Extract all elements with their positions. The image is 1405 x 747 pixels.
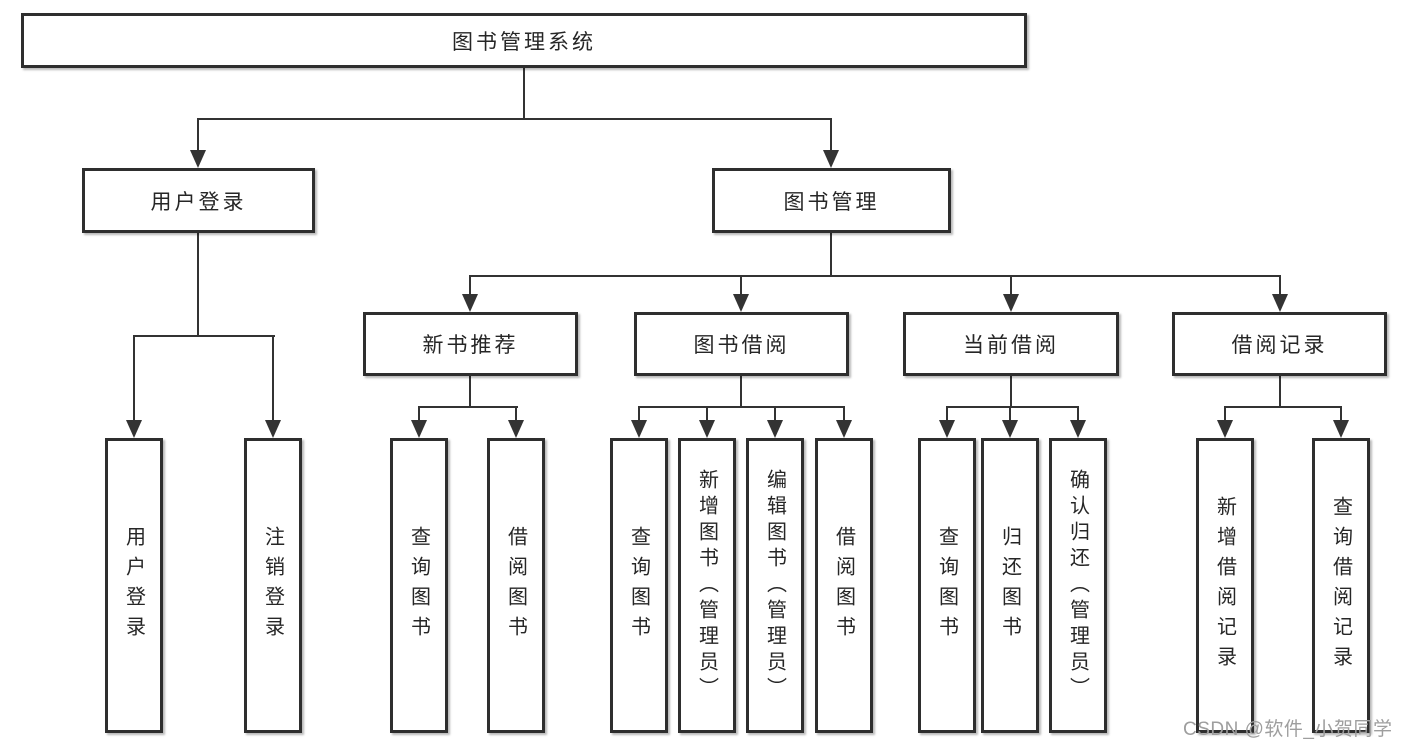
arrowhead-leaf-user-login (126, 420, 142, 438)
connector-drop-query-record (1340, 406, 1342, 424)
connector-drop-book-management (830, 118, 832, 154)
arrowhead-query-borrow (631, 420, 647, 438)
leaf-confirm-return-admin: 确认归还（管理员） (1049, 438, 1107, 733)
node-book-management-label: 图书管理 (783, 190, 880, 214)
leaf-query-books-recommend: 查询图书 (390, 438, 448, 733)
connector-root-stem (523, 68, 525, 120)
leaf-edit-book-admin: 编辑图书（管理员） (746, 438, 804, 733)
connector-current-rail (946, 406, 1079, 408)
connector-drop-add-book (706, 406, 708, 424)
arrowhead-records (1272, 294, 1288, 312)
connector-drop-borrow (740, 275, 742, 298)
connector-mgmt-rail (469, 275, 1281, 277)
node-library-system-label: 图书管理系统 (452, 30, 596, 54)
connector-drop-recommend (469, 275, 471, 298)
leaf-query-books-current: 查询图书 (918, 438, 976, 733)
node-current-borrow-label: 当前借阅 (963, 334, 1059, 357)
node-book-borrow-label: 图书借阅 (693, 334, 790, 357)
node-library-system: 图书管理系统 (21, 13, 1027, 68)
leaf-user-login-label: 用户登录 (122, 525, 145, 646)
connector-borrow-stem (740, 376, 742, 408)
arrowhead-book-management (823, 150, 839, 168)
connector-current-stem (1010, 376, 1012, 408)
leaf-query-books-borrow: 查询图书 (610, 438, 668, 733)
connector-login-stem (197, 233, 199, 337)
leaf-logout: 注销登录 (244, 438, 302, 733)
arrowhead-borrow (733, 294, 749, 312)
arrowhead-add-book (699, 420, 715, 438)
connector-drop-add-record (1224, 406, 1226, 424)
node-user-login-label: 用户登录 (150, 190, 247, 214)
node-current-borrow: 当前借阅 (903, 312, 1119, 376)
connector-drop-edit-book (774, 406, 776, 424)
leaf-borrow-books-label: 借阅图书 (832, 525, 855, 646)
leaf-query-borrow-record-label: 查询借阅记录 (1329, 495, 1352, 676)
leaf-query-borrow-record: 查询借阅记录 (1312, 438, 1370, 733)
arrowhead-user-login (190, 150, 206, 168)
arrowhead-borrow-books (836, 420, 852, 438)
node-new-book-recommend-label: 新书推荐 (422, 334, 519, 357)
node-book-management: 图书管理 (712, 168, 951, 233)
connector-mgmt-stem (830, 233, 832, 277)
connector-drop-current (1010, 275, 1012, 298)
arrowhead-leaf-logout (265, 420, 281, 438)
leaf-query-books-current-label: 查询图书 (935, 525, 958, 646)
csdn-watermark: CSDN @软件_小贺同学 (1183, 719, 1393, 740)
connector-drop-borrow-books (843, 406, 845, 424)
connector-records-stem (1279, 376, 1281, 408)
arrowhead-query-record (1333, 420, 1349, 438)
leaf-add-book-admin-label: 新增图书（管理员） (695, 468, 718, 703)
node-borrow-records: 借阅记录 (1172, 312, 1387, 376)
arrowhead-return-book (1002, 420, 1018, 438)
arrowhead-current (1003, 294, 1019, 312)
leaf-add-borrow-record-label: 新增借阅记录 (1213, 495, 1236, 676)
leaf-confirm-return-admin-label: 确认归还（管理员） (1066, 468, 1089, 703)
leaf-edit-book-admin-label: 编辑图书（管理员） (763, 468, 786, 703)
connector-drop-return-book (1009, 406, 1011, 424)
node-new-book-recommend: 新书推荐 (363, 312, 578, 376)
arrowhead-query-current (939, 420, 955, 438)
connector-drop-query-recommend (418, 406, 420, 424)
arrowhead-confirm-return (1070, 420, 1086, 438)
arrowhead-query-recommend (411, 420, 427, 438)
leaf-borrow-books: 借阅图书 (815, 438, 873, 733)
leaf-user-login: 用户登录 (105, 438, 163, 733)
connector-drop-confirm-return (1077, 406, 1079, 424)
node-book-borrow: 图书借阅 (634, 312, 849, 376)
connector-drop-user-login (197, 118, 199, 154)
leaf-return-book-label: 归还图书 (998, 525, 1021, 646)
connector-drop-records (1279, 275, 1281, 298)
leaf-query-books-borrow-label: 查询图书 (627, 525, 650, 646)
leaf-add-borrow-record: 新增借阅记录 (1196, 438, 1254, 733)
connector-root-rail (197, 118, 832, 120)
connector-recommend-stem (469, 376, 471, 408)
connector-records-rail (1224, 406, 1342, 408)
connector-drop-leaf-logout (272, 335, 274, 424)
arrowhead-recommend (462, 294, 478, 312)
leaf-borrow-books-recommend-label: 借阅图书 (504, 525, 527, 646)
connector-drop-query-current (946, 406, 948, 424)
leaf-borrow-books-recommend: 借阅图书 (487, 438, 545, 733)
connector-drop-borrow-recommend (515, 406, 517, 424)
leaf-add-book-admin: 新增图书（管理员） (678, 438, 736, 733)
leaf-logout-label: 注销登录 (261, 525, 284, 646)
node-borrow-records-label: 借阅记录 (1231, 334, 1328, 357)
connector-drop-leaf-user-login (133, 335, 135, 424)
node-user-login: 用户登录 (82, 168, 315, 233)
arrowhead-borrow-recommend (508, 420, 524, 438)
connector-recommend-rail (418, 406, 518, 408)
arrowhead-edit-book (767, 420, 783, 438)
connector-borrow-rail (638, 406, 845, 408)
leaf-query-books-recommend-label: 查询图书 (407, 525, 430, 646)
leaf-return-book: 归还图书 (981, 438, 1039, 733)
connector-drop-query-borrow (638, 406, 640, 424)
arrowhead-add-record (1217, 420, 1233, 438)
connector-login-rail (133, 335, 275, 337)
